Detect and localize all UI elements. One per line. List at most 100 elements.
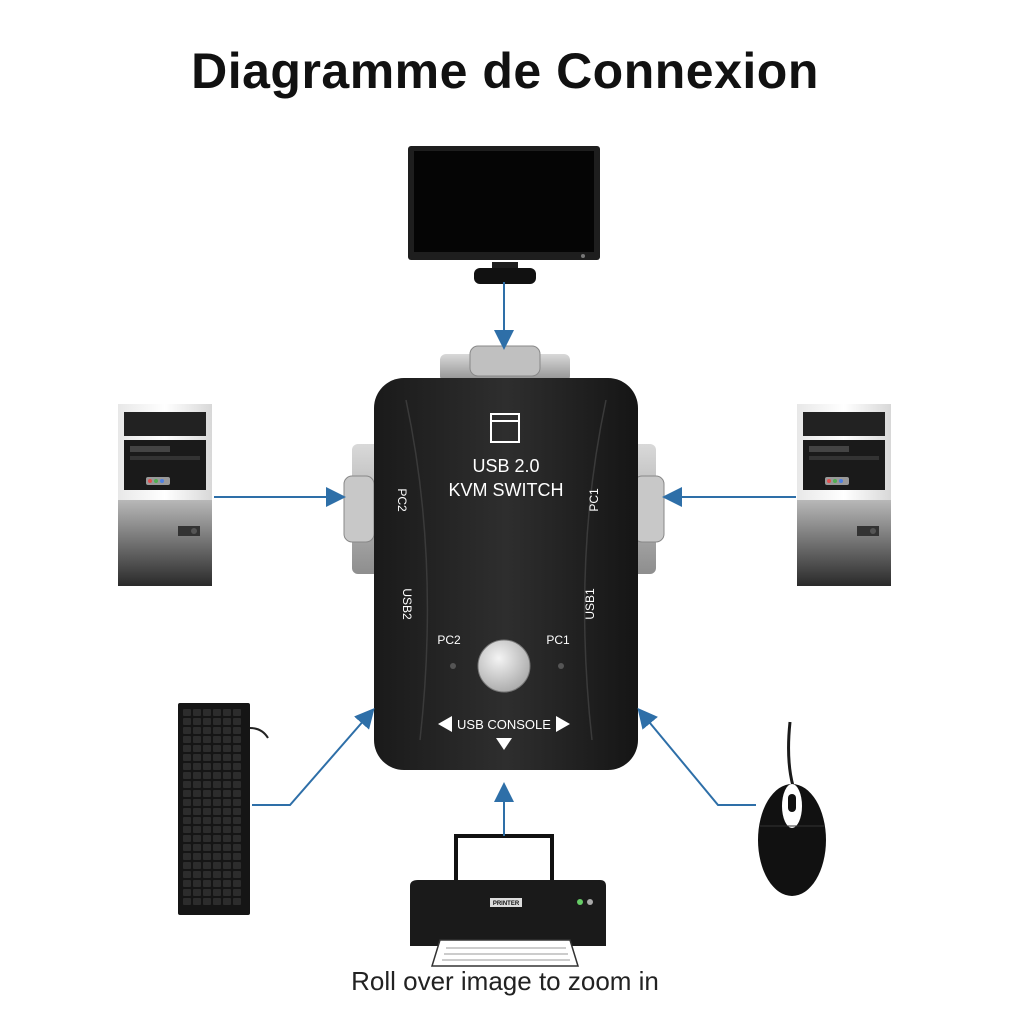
keyboard-key (233, 853, 241, 860)
led-label-pc1: PC1 (546, 633, 570, 647)
keyboard-key (193, 718, 201, 725)
keyboard-key (183, 826, 191, 833)
zoom-caption: Roll over image to zoom in (351, 966, 659, 996)
keyboard-key (203, 718, 211, 725)
connection-arrows (214, 282, 796, 836)
keyboard-key (223, 763, 231, 770)
keyboard-key (213, 754, 221, 761)
keyboard-key (183, 898, 191, 905)
keyboard-key (233, 817, 241, 824)
keyboard-key (193, 844, 201, 851)
keyboard-key (213, 862, 221, 869)
keyboard-key (233, 835, 241, 842)
kvm-switch: USB 2.0 KVM SWITCH PC2 PC1 USB2 USB1 PC2… (374, 378, 638, 770)
keyboard-key (193, 853, 201, 860)
keyboard-key (183, 772, 191, 779)
monitor-port-icon (490, 413, 520, 443)
keyboard-key (183, 754, 191, 761)
port-label-pc1: PC1 (587, 488, 601, 512)
keyboard-key (233, 898, 241, 905)
keyboard-key (183, 799, 191, 806)
mouse-icon (758, 721, 826, 896)
keyboard-key (223, 835, 231, 842)
keyboard-icon (178, 703, 269, 915)
keyboard-key (183, 844, 191, 851)
keyboard-key (213, 844, 221, 851)
keyboard-key (213, 871, 221, 878)
keyboard-key (203, 817, 211, 824)
kvm-line2: KVM SWITCH (449, 480, 564, 500)
keyboard-key (223, 727, 231, 734)
keyboard-key (213, 799, 221, 806)
switch-button[interactable] (477, 639, 531, 693)
keyboard-key (213, 889, 221, 896)
keyboard-key (223, 736, 231, 743)
keyboard-key (233, 727, 241, 734)
keyboard-key (213, 772, 221, 779)
keyboard-key (193, 736, 201, 743)
keyboard-key (193, 772, 201, 779)
keyboard-key (233, 772, 241, 779)
keyboard-key (213, 853, 221, 860)
keyboard-key (233, 808, 241, 815)
keyboard-key (193, 898, 201, 905)
vga-connector-left (343, 444, 380, 574)
keyboard-key (213, 763, 221, 770)
arrow-right-icon (556, 716, 570, 732)
keyboard-key (213, 718, 221, 725)
keyboard-key (183, 745, 191, 752)
keyboard-key (233, 709, 241, 716)
keyboard-key (223, 772, 231, 779)
keyboard-key (203, 853, 211, 860)
keyboard-key (223, 718, 231, 725)
keyboard-key (203, 844, 211, 851)
keyboard-key (203, 826, 211, 833)
keyboard-key (203, 781, 211, 788)
keyboard-key (193, 727, 201, 734)
keyboard-key (213, 781, 221, 788)
keyboard-key (183, 835, 191, 842)
keyboard-key (233, 745, 241, 752)
keyboard-key (223, 853, 231, 860)
arrow-down-icon (496, 738, 512, 750)
keyboard-key (203, 862, 211, 869)
led-pc2 (450, 663, 456, 669)
keyboard-key (223, 817, 231, 824)
keyboard-key (223, 880, 231, 887)
usb-console-label: USB CONSOLE (457, 717, 551, 732)
arrow-left-icon (438, 716, 452, 732)
keyboard-key (203, 736, 211, 743)
keyboard-key (203, 709, 211, 716)
keyboard-key (233, 862, 241, 869)
keyboard-key (193, 781, 201, 788)
keyboard-key (183, 736, 191, 743)
keyboard-key (193, 763, 201, 770)
keyboard-key (213, 727, 221, 734)
keyboard-key (223, 781, 231, 788)
keyboard-key (223, 898, 231, 905)
keyboard-key (233, 790, 241, 797)
keyboard-key (183, 727, 191, 734)
keyboard-key (183, 763, 191, 770)
keyboard-key (193, 808, 201, 815)
keyboard-key (213, 736, 221, 743)
keyboard-key (193, 880, 201, 887)
pc2-tower-icon (118, 404, 212, 586)
keyboard-key (183, 709, 191, 716)
keyboard-key (193, 745, 201, 752)
printer-icon: PRINTER (410, 834, 606, 967)
keyboard-key (183, 871, 191, 878)
keyboard-key (213, 826, 221, 833)
keyboard-key (223, 826, 231, 833)
keyboard-key (233, 889, 241, 896)
led-pc1 (558, 663, 564, 669)
keyboard-key (233, 880, 241, 887)
keyboard-key (203, 808, 211, 815)
keyboard-key (203, 880, 211, 887)
kvm-line1: USB 2.0 (472, 456, 539, 476)
keyboard-key (203, 889, 211, 896)
arrow-mouse (637, 707, 756, 806)
keyboard-key (203, 871, 211, 878)
keyboard-key (193, 862, 201, 869)
keyboard-key (183, 817, 191, 824)
